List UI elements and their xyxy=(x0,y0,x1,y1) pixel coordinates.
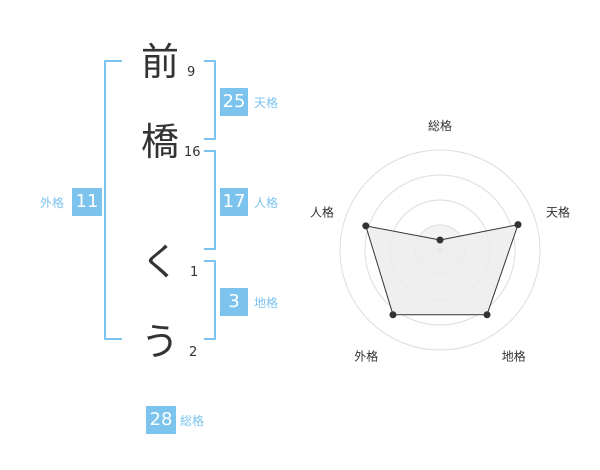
radar-point-2 xyxy=(514,221,522,229)
name-char-4: う xyxy=(140,320,179,364)
chikaku-score: 3 xyxy=(220,288,248,316)
tenkaku-bracket xyxy=(204,60,216,140)
gaikaku-label: 外格 xyxy=(40,196,65,210)
name-char-3: く xyxy=(140,240,179,284)
stroke-count-4: 2 xyxy=(189,345,198,360)
radar-point-1 xyxy=(436,236,444,244)
soukaku-score: 28 xyxy=(146,406,176,434)
stroke-count-3: 1 xyxy=(190,265,199,280)
stroke-count-2: 16 xyxy=(184,145,201,160)
radar-axis-label-4: 外格 xyxy=(354,349,378,364)
gaikaku-score: 11 xyxy=(72,188,102,216)
radar-polygon xyxy=(365,224,519,316)
tenkaku-score: 25 xyxy=(220,88,248,116)
chikaku-bracket xyxy=(204,260,216,340)
radar-axis-label-3: 地格 xyxy=(502,349,526,364)
radar-point-3 xyxy=(483,311,491,319)
name-char-1: 前 xyxy=(140,40,179,84)
tenkaku-label: 天格 xyxy=(254,96,279,110)
gaikaku-bracket xyxy=(104,60,122,340)
stroke-count-1: 9 xyxy=(187,65,196,80)
radar-axis-label-1: 総格 xyxy=(428,118,452,133)
radar-axis-label-5: 人格 xyxy=(310,204,334,219)
jinkaku-score: 17 xyxy=(220,188,248,216)
jinkaku-bracket xyxy=(204,150,216,250)
radar-ring xyxy=(364,174,516,326)
radar-point-5 xyxy=(362,222,370,230)
chikaku-label: 地格 xyxy=(254,296,279,310)
radar-point-4 xyxy=(389,311,397,319)
soukaku-label: 総格 xyxy=(180,414,205,428)
radar-axis-label-2: 天格 xyxy=(546,204,570,219)
jinkaku-label: 人格 xyxy=(254,196,279,210)
radar-ring xyxy=(339,149,541,351)
name-char-2: 橋 xyxy=(140,120,179,164)
